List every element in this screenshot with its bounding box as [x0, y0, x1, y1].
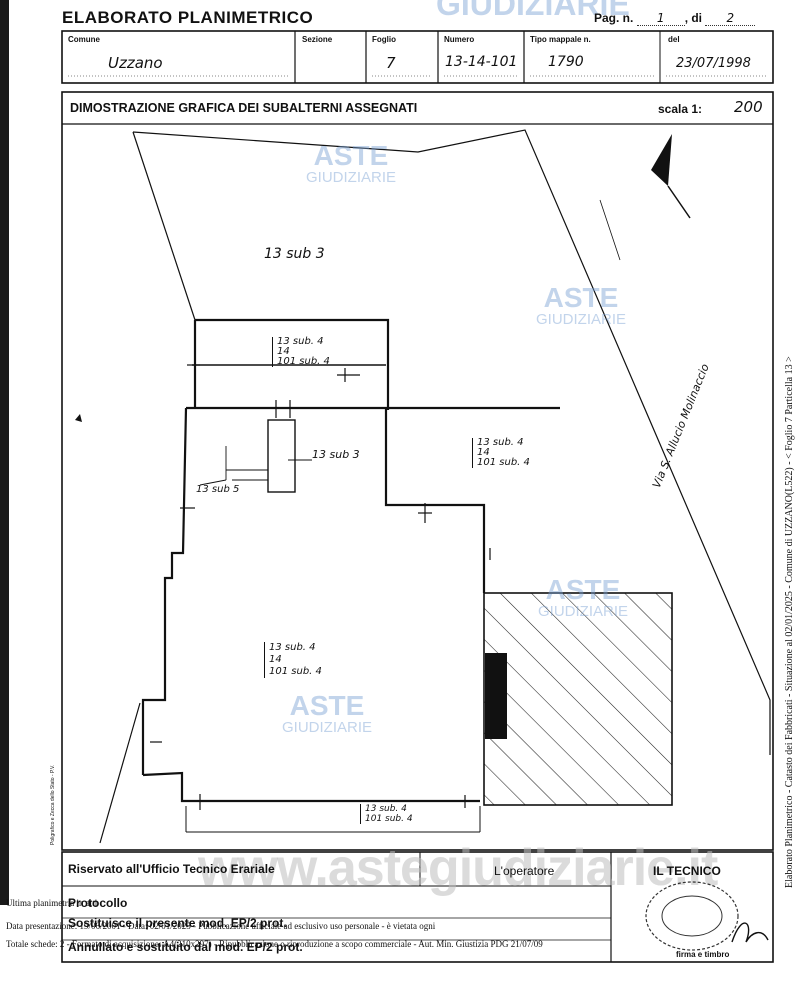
top-watermark: GIUDIZIARIE — [436, 0, 630, 22]
label-right-room-line2: 14 — [477, 447, 490, 458]
totale-schede-line: Totale schede: 2 - Formato di acquisizio… — [6, 939, 543, 949]
watermark-aste-4-top: ASTE — [289, 690, 365, 721]
foglio-value: 7 — [386, 54, 396, 72]
stair-block — [199, 419, 312, 493]
watermark-aste-2-bottom: GIUDIZIARIE — [536, 311, 627, 328]
numero-value: 13-14-101 — [445, 54, 518, 70]
north-arrow-icon — [651, 134, 691, 219]
pag-value: 1 — [636, 11, 685, 26]
label-center-room-line1: 13 sub. 4 — [269, 642, 316, 653]
tecnico-label: IL TECNICO — [653, 864, 721, 878]
label-top-room-line3: 101 sub. 4 — [277, 356, 330, 367]
annullato-label: Annullato e sostituito dal mod. EP/2 pro… — [68, 940, 303, 954]
label-center-room-line2: 14 — [269, 654, 282, 665]
label-stair-sub5: 13 sub 5 — [196, 484, 240, 495]
watermark-aste-4: ASTE GIUDIZIARIE — [282, 690, 373, 736]
page-number: Pag. n. 1, di 2 — [594, 11, 756, 26]
label-top-room-line1: 13 sub. 4 — [277, 336, 324, 347]
label-right-room: 13 sub. 4 14 101 sub. 4 — [472, 438, 530, 468]
scala-value: 200 — [734, 98, 763, 116]
section-title: DIMOSTRAZIONE GRAFICA DEI SUBALTERNI ASS… — [70, 101, 418, 115]
firma-label: firma e timbro — [676, 950, 730, 959]
label-stair-sub3: 13 sub 3 — [312, 448, 360, 461]
label-bottom-area: 13 sub. 4 101 sub. 4 — [360, 804, 413, 824]
label-bottom-area-line1: 13 sub. 4 — [365, 804, 407, 814]
watermark-aste-1-bottom: GIUDIZIARIE — [306, 169, 397, 186]
protocollo-label: Protocollo — [68, 896, 128, 910]
sezione-label: Sezione — [302, 35, 333, 44]
watermark-site: www.astegiudiziarie.it — [198, 839, 718, 897]
operatore-label: L'operatore — [494, 864, 555, 878]
wall-ticks — [150, 364, 491, 810]
label-top-room: 13 sub. 4 14 101 sub. 4 — [272, 337, 330, 367]
del-value: 23/07/1998 — [676, 56, 751, 71]
lot-boundary — [99, 129, 771, 844]
comune-value: Uzzano — [108, 54, 163, 72]
di-label: , di — [684, 11, 703, 25]
sostituisce-label: Sostituisce il presente mod. EP/2 prot. — [68, 916, 287, 930]
building-outline — [141, 318, 560, 803]
di-value: 2 — [705, 11, 756, 26]
comune-label: Comune — [68, 35, 100, 44]
page-title: ELABORATO PLANIMETRICO — [62, 8, 314, 27]
watermark-aste-2: ASTE GIUDIZIARIE — [536, 282, 627, 328]
watermark-aste-1: ASTE GIUDIZIARIE — [306, 140, 397, 186]
watermark-aste-3-bottom: GIUDIZIARIE — [538, 603, 629, 620]
watermark-aste-3-top: ASTE — [545, 574, 621, 605]
tipo-mappale-value: 1790 — [548, 54, 584, 70]
watermark-aste-4-bottom: GIUDIZIARIE — [282, 719, 373, 736]
right-vertical-text: Elaborato Planimetrico - Catasto dei Fab… — [784, 356, 795, 888]
presentazione-line: Data presentazione: 19/06/2001 - Data: 0… — [6, 921, 436, 931]
tipo-mappale-label: Tipo mappale n. — [530, 35, 591, 44]
bottom-dimension — [185, 806, 481, 833]
label-center-room: 13 sub. 4 14 101 sub. 4 — [264, 642, 322, 678]
numero-label: Numero — [444, 35, 475, 44]
del-label: del — [668, 35, 680, 44]
riservato-label: Riservato all'Ufficio Tecnico Erariale — [68, 862, 275, 876]
left-edge-strip — [0, 0, 9, 905]
watermark-aste-2-top: ASTE — [543, 282, 619, 313]
label-main-sub3: 13 sub 3 — [264, 246, 325, 262]
label-right-room-line3: 101 sub. 4 — [477, 457, 530, 468]
left-vertical-text: Poligrafico e Zecca dello Stato - P.V. — [50, 764, 56, 845]
watermark-aste-3: ASTE GIUDIZIARIE — [538, 574, 629, 620]
hatched-area — [483, 592, 673, 806]
pag-label: Pag. n. — [594, 11, 634, 25]
watermark-aste-1-top: ASTE — [313, 140, 389, 171]
scala-label: scala 1: — [658, 102, 703, 116]
form-frame — [61, 30, 774, 963]
foglio-label: Foglio — [372, 35, 396, 44]
label-top-room-line2: 14 — [277, 346, 290, 357]
edge-marker — [75, 414, 82, 422]
tecnico-stamp — [645, 881, 769, 951]
label-right-room-line1: 13 sub. 4 — [477, 437, 524, 448]
ultima-planimetria: Ultima planimetria in atti — [6, 898, 98, 908]
label-center-room-line3: 101 sub. 4 — [269, 666, 322, 677]
label-bottom-area-line2: 101 sub. 4 — [365, 814, 413, 824]
